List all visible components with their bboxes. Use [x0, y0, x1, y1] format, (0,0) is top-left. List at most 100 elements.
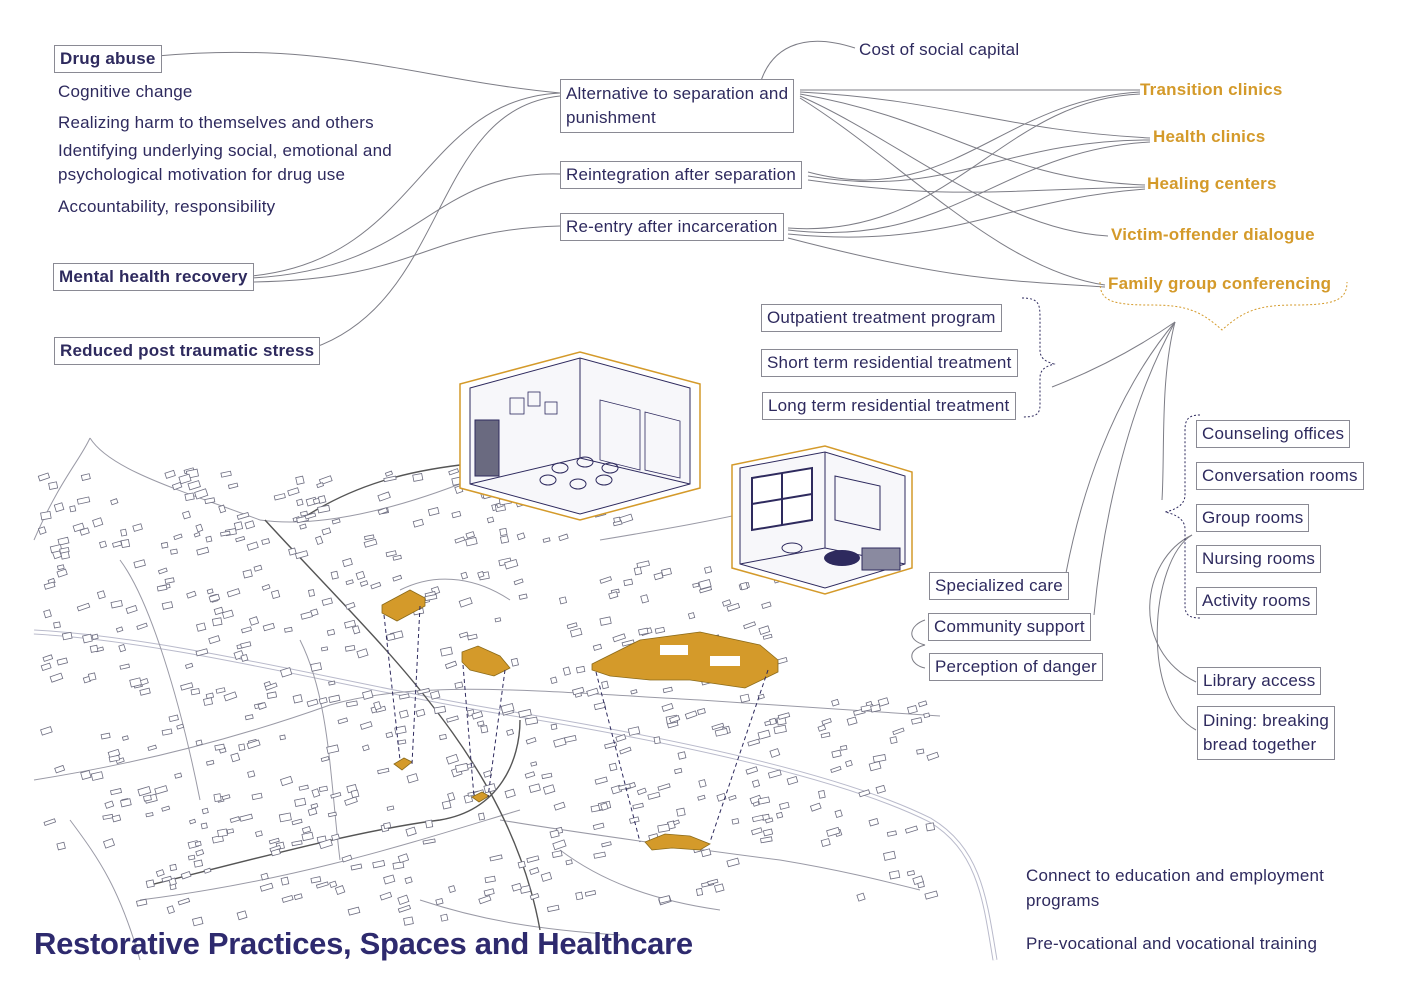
map-building	[120, 538, 131, 549]
map-building	[100, 732, 111, 740]
map-building	[145, 812, 154, 818]
map-building	[558, 533, 569, 542]
map-building	[397, 853, 410, 864]
map-building	[166, 905, 175, 915]
map-building	[757, 796, 771, 805]
map-building	[143, 794, 152, 802]
connector	[807, 91, 1141, 181]
map-building	[186, 590, 197, 599]
map-building	[494, 617, 502, 623]
map-building	[516, 532, 526, 541]
map-building	[627, 726, 641, 736]
specialized-care-box: Specialized care	[929, 572, 1069, 600]
alternative-line2: punishment	[566, 108, 656, 127]
map-building	[695, 887, 704, 896]
map-building	[463, 794, 474, 804]
map-building	[676, 807, 686, 817]
map-building	[647, 791, 661, 800]
map-building	[912, 875, 924, 885]
map-building	[786, 775, 799, 786]
map-building	[406, 773, 419, 784]
map-building	[383, 475, 397, 483]
reintegration-box: Reintegration after separation	[560, 161, 802, 189]
map-building	[69, 505, 77, 513]
map-building	[56, 841, 66, 851]
map-building	[184, 662, 194, 669]
map-building	[392, 554, 402, 561]
map-building	[220, 470, 232, 478]
map-building	[326, 744, 340, 754]
map-building	[662, 686, 673, 694]
map-building	[270, 589, 281, 599]
map-building	[330, 570, 339, 580]
map-building	[546, 904, 560, 913]
map-building	[629, 816, 640, 824]
map-building	[136, 622, 148, 631]
map-building	[700, 848, 712, 858]
map-building	[110, 599, 123, 609]
map-building	[211, 834, 224, 844]
map-building	[448, 885, 456, 893]
map-building	[907, 704, 918, 715]
map-building	[161, 728, 173, 736]
vocational-training-label: Pre-vocational and vocational training	[1026, 934, 1318, 953]
map-building	[195, 849, 205, 857]
map-building	[233, 521, 244, 531]
map-building	[594, 776, 608, 785]
map-building	[195, 648, 209, 657]
map-building	[592, 643, 603, 651]
map-building	[247, 770, 256, 778]
map-building	[529, 892, 540, 901]
map-building	[608, 591, 619, 600]
map-building	[654, 626, 666, 634]
map-building	[592, 822, 605, 831]
map-building	[239, 813, 253, 822]
map-building	[553, 801, 566, 811]
brace	[1164, 414, 1201, 619]
cognitive-change-label: Cognitive change	[58, 82, 193, 101]
map-building	[181, 510, 191, 520]
map-building	[751, 827, 763, 836]
map-building	[174, 772, 183, 779]
map-building	[236, 910, 248, 921]
map-building	[102, 813, 114, 820]
connector	[250, 92, 561, 277]
map-building	[192, 916, 204, 927]
map-building	[42, 654, 54, 662]
map-building	[259, 882, 274, 892]
healing-centers-label: Healing centers	[1147, 174, 1277, 193]
map-building	[334, 885, 346, 896]
map-building	[204, 497, 216, 505]
map-building	[377, 767, 390, 775]
map-building	[831, 749, 842, 759]
map-building	[76, 496, 91, 505]
map-building	[447, 792, 456, 802]
map-building	[205, 692, 215, 699]
group-rooms-box: Group rooms	[1196, 504, 1310, 532]
map-building	[321, 527, 332, 536]
map-building	[296, 498, 304, 507]
map-building	[403, 916, 414, 926]
map-building	[687, 612, 696, 620]
map-building	[386, 805, 395, 811]
map-building	[262, 622, 275, 632]
map-building	[569, 627, 583, 638]
map-building	[193, 859, 204, 868]
map-building	[121, 735, 129, 741]
map-building	[320, 646, 329, 652]
map-building	[499, 535, 510, 544]
map-building	[359, 721, 373, 730]
highlight-building	[644, 833, 711, 851]
map-building	[72, 522, 85, 533]
connector	[250, 225, 561, 283]
map-building	[726, 857, 740, 868]
map-building	[43, 818, 57, 827]
map-building	[200, 822, 208, 830]
map-building	[82, 633, 93, 644]
brace	[1099, 281, 1348, 331]
map-building	[110, 788, 123, 796]
map-building	[599, 576, 613, 584]
map-building	[458, 631, 469, 639]
map-building	[315, 881, 329, 889]
map-building	[341, 854, 353, 863]
